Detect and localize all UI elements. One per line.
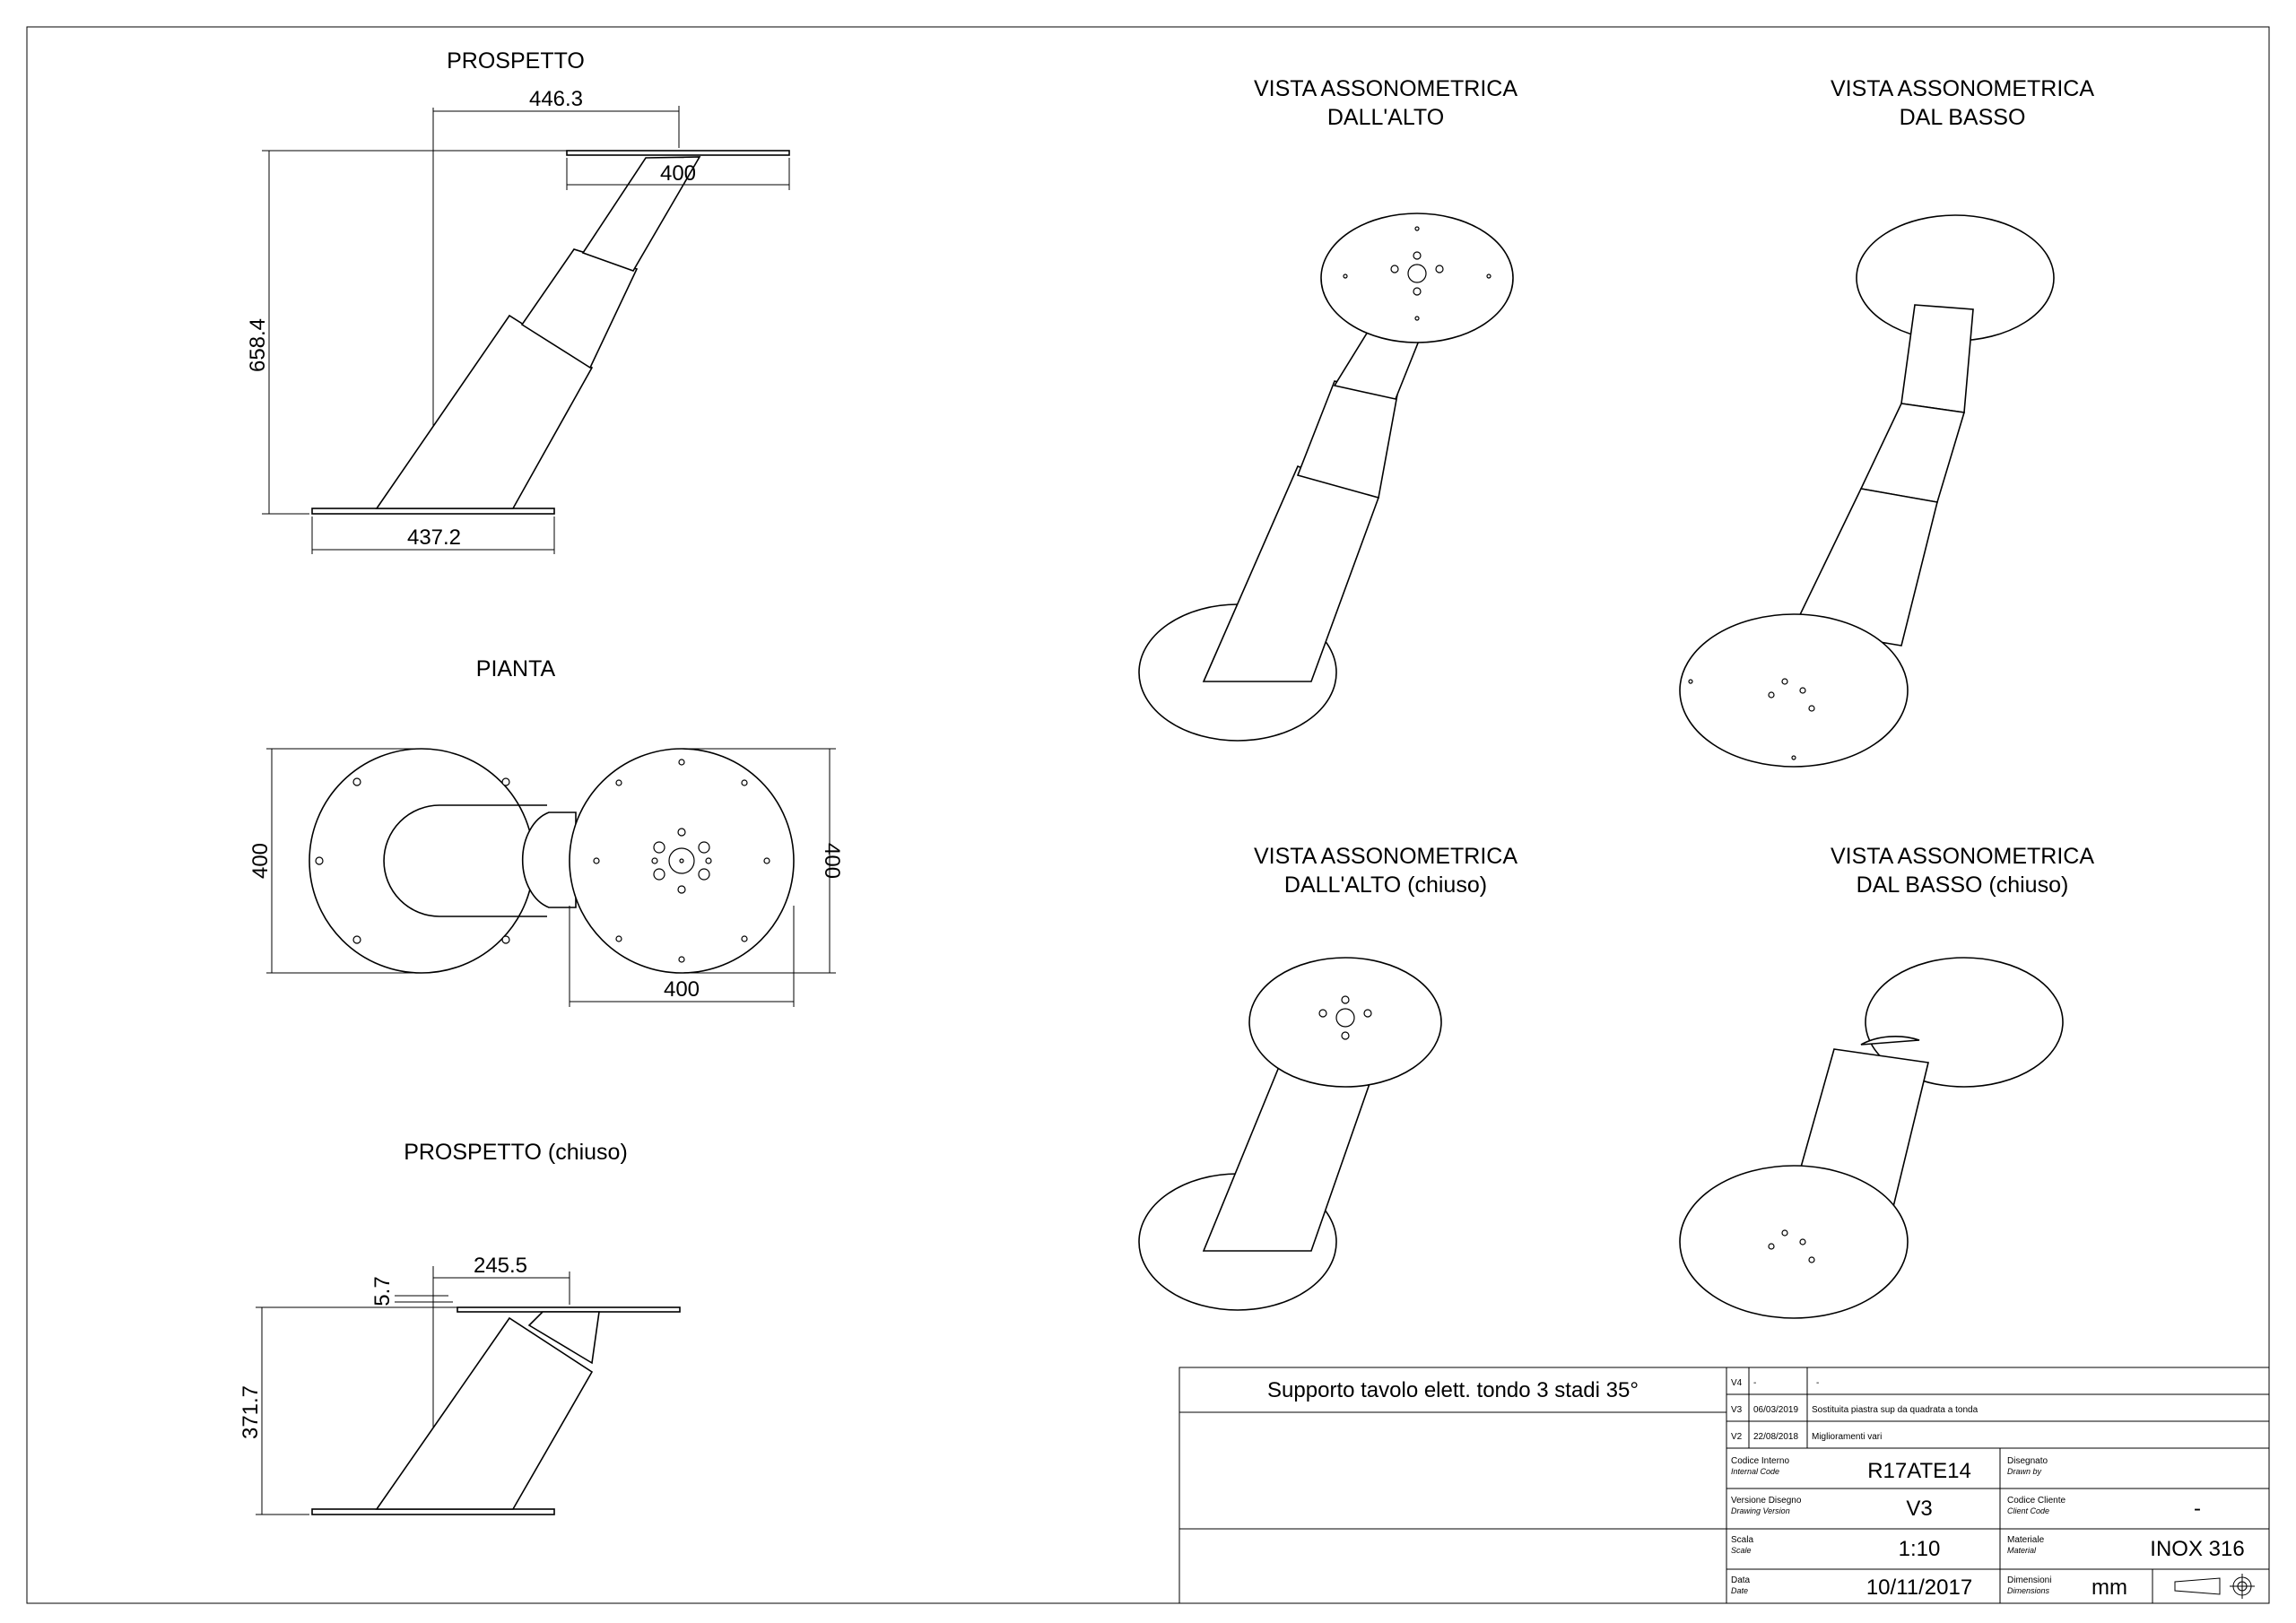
rev-v2-date: 22/08/2018 (1753, 1432, 1798, 1442)
view-prospetto: PROSPETTO 446.3 400 658.4 437.2 (246, 48, 790, 554)
view-title-iso-basso-chiuso-1: VISTA ASSONOMETRICA (1831, 844, 2094, 869)
base-plate (311, 508, 555, 515)
svg-text:Codice Interno: Codice Interno (1731, 1456, 1789, 1466)
rev-v3-note: Sostituita piastra sup da quadrata a ton… (1812, 1405, 1979, 1415)
dim-400-bottom: 400 (664, 977, 700, 1002)
iso-base-disc-below (1679, 613, 1909, 768)
drawing-version: V3 (1906, 1497, 1932, 1521)
svg-text:Versione Disegno: Versione Disegno (1731, 1496, 1802, 1506)
svg-text:Data: Data (1731, 1575, 1751, 1585)
rev-v2-note: Miglioramenti vari (1812, 1432, 1882, 1442)
drawing-description: Supporto tavolo elett. tondo 3 stadi 35° (1267, 1378, 1639, 1402)
svg-text:Drawing Version: Drawing Version (1731, 1506, 1790, 1515)
rev-v4-date: - (1753, 1378, 1756, 1388)
units: mm (2092, 1575, 2127, 1600)
svg-text:Scale: Scale (1731, 1546, 1752, 1555)
scale: 1:10 (1899, 1537, 1941, 1561)
svg-text:Internal Code: Internal Code (1731, 1467, 1779, 1476)
dim-437: 437.2 (407, 525, 461, 550)
view-title-iso-alto-1: VISTA ASSONOMETRICA (1254, 76, 1518, 101)
tube-slot (383, 804, 547, 917)
svg-text:Materiale: Materiale (2007, 1535, 2045, 1545)
dim-400-top: 400 (660, 161, 696, 186)
view-iso-basso: VISTA ASSONOMETRICA DAL BASSO (1679, 76, 2094, 768)
view-title-iso-basso-2: DAL BASSO (1900, 105, 2026, 130)
view-title-iso-alto-chiuso-2: DALL'ALTO (chiuso) (1284, 872, 1487, 898)
outer-tube-closed (375, 1316, 594, 1510)
tube-collar (521, 812, 577, 908)
svg-text:Dimensions: Dimensions (2007, 1586, 2050, 1595)
svg-text:Client Code: Client Code (2007, 1506, 2049, 1515)
view-iso-basso-chiuso: VISTA ASSONOMETRICA DAL BASSO (chiuso) (1679, 844, 2094, 1319)
material: INOX 316 (2150, 1537, 2244, 1561)
view-iso-alto: VISTA ASSONOMETRICA DALL'ALTO (1138, 76, 1518, 742)
view-title-iso-alto-chiuso-1: VISTA ASSONOMETRICA (1254, 844, 1518, 869)
view-title-iso-basso-1: VISTA ASSONOMETRICA (1831, 76, 2094, 101)
svg-text:Dimensioni: Dimensioni (2007, 1575, 2051, 1585)
rev-v4-note: - (1816, 1378, 1819, 1388)
view-title-iso-basso-chiuso-2: DAL BASSO (chiuso) (1857, 872, 2069, 898)
rev-v4-code: V4 (1731, 1378, 1743, 1388)
dim-371: 371.7 (239, 1385, 263, 1439)
inner-tube (581, 156, 701, 272)
view-title-pianta: PIANTA (476, 656, 556, 681)
svg-text:Date: Date (1731, 1586, 1748, 1595)
dim-400-left: 400 (248, 843, 273, 879)
base-plate-closed (311, 1508, 555, 1515)
view-pianta: PIANTA 400 (248, 656, 844, 1007)
view-title-prospetto: PROSPETTO (447, 48, 585, 74)
rev-v2-code: V2 (1731, 1432, 1743, 1442)
dim-658: 658.4 (246, 318, 270, 372)
view-title-iso-alto-2: DALL'ALTO (1327, 105, 1444, 130)
rev-v3-code: V3 (1731, 1405, 1743, 1415)
svg-text:Material: Material (2007, 1546, 2037, 1555)
title-block: V4 - - V3 06/03/2019 Sostituita piastra … (1178, 1367, 2270, 1604)
sheet-border (26, 26, 2270, 1604)
svg-text:Disegnato: Disegnato (2007, 1456, 2048, 1466)
svg-text:Drawn by: Drawn by (2007, 1467, 2042, 1476)
outer-tube (375, 314, 594, 509)
rev-v3-date: 06/03/2019 (1753, 1405, 1798, 1415)
internal-code: R17ATE14 (1867, 1459, 1971, 1483)
svg-text:Codice Cliente: Codice Cliente (2007, 1496, 2066, 1506)
base-disc (309, 748, 535, 974)
dim-245: 245.5 (474, 1254, 527, 1278)
projection-symbol-icon (2174, 1574, 2255, 1599)
dim-446: 446.3 (529, 87, 583, 111)
date: 10/11/2017 (1866, 1575, 1972, 1600)
client-code: - (2194, 1497, 2201, 1521)
view-title-prospetto-chiuso: PROSPETTO (chiuso) (404, 1140, 628, 1165)
top-plate (566, 150, 790, 156)
view-prospetto-chiuso: PROSPETTO (chiuso) 245.5 5.7 371.7 (239, 1140, 681, 1515)
dim-5-7: 5.7 (370, 1276, 395, 1306)
middle-tube (520, 248, 639, 369)
view-iso-alto-chiuso: VISTA ASSONOMETRICA DALL'ALTO (chiuso) (1138, 844, 1518, 1311)
svg-text:Scala: Scala (1731, 1535, 1753, 1545)
dim-400-right: 400 (820, 843, 844, 879)
